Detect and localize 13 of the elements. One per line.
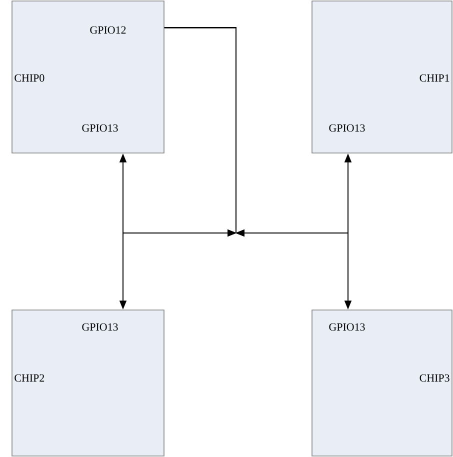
chip-box <box>12 310 164 456</box>
pin-label: GPIO13 <box>329 323 365 331</box>
pin-label: GPIO13 <box>82 124 118 132</box>
pin-label: GPIO13 <box>82 323 118 331</box>
chip-label: CHIP3 <box>420 374 450 382</box>
chip-box <box>312 0 452 154</box>
chip-label: CHIP1 <box>420 74 450 82</box>
pin-label: GPIO12 <box>90 26 126 34</box>
chip-box <box>12 0 164 154</box>
pin-label: GPIO13 <box>329 124 365 132</box>
chip-box <box>312 310 452 456</box>
chip-label: CHIP0 <box>14 74 44 82</box>
chip-label: CHIP2 <box>14 374 44 382</box>
